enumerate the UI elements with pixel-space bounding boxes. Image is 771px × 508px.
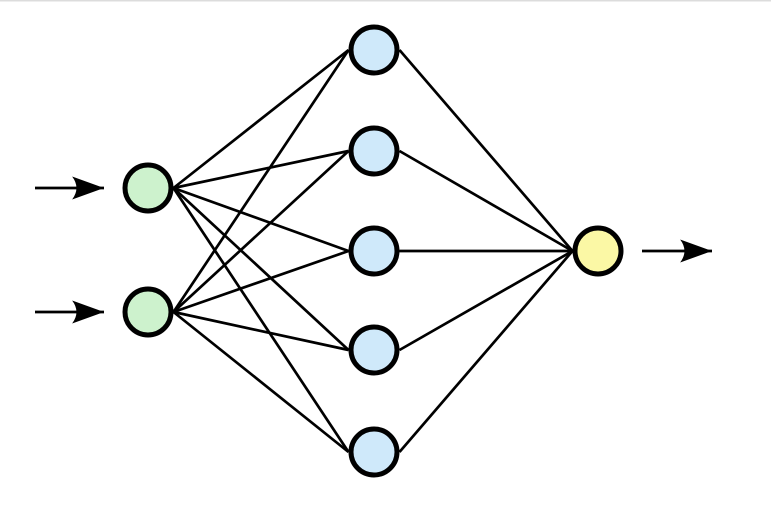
nodes-group xyxy=(122,24,624,478)
edges-group xyxy=(172,48,574,454)
edge-i2-h4 xyxy=(173,310,349,352)
arrows-group xyxy=(35,176,712,324)
output-node xyxy=(572,225,624,277)
top-border xyxy=(0,0,771,2)
edge-h2-o1 xyxy=(398,149,574,253)
edge-i2-h5 xyxy=(172,310,350,454)
hidden-node-1 xyxy=(348,24,400,76)
hidden-node-5 xyxy=(348,426,400,478)
edge-i2-h1 xyxy=(172,49,350,313)
edge-h5-o1 xyxy=(398,250,574,453)
edge-i2-h2 xyxy=(172,150,350,313)
edge-i1-h1 xyxy=(172,48,350,190)
edge-i1-h4 xyxy=(172,187,350,351)
edge-i1-h2 xyxy=(173,149,349,190)
edge-h1-o1 xyxy=(398,49,574,252)
input-node-1 xyxy=(122,162,174,214)
edge-i1-h3 xyxy=(173,186,349,253)
edge-i1-h5 xyxy=(172,187,350,453)
hidden-node-3 xyxy=(348,225,400,277)
edge-i2-h3 xyxy=(173,249,349,314)
edge-h4-o1 xyxy=(398,249,574,352)
hidden-node-4 xyxy=(348,324,400,376)
input-node-2 xyxy=(122,286,174,338)
hidden-node-2 xyxy=(348,125,400,177)
